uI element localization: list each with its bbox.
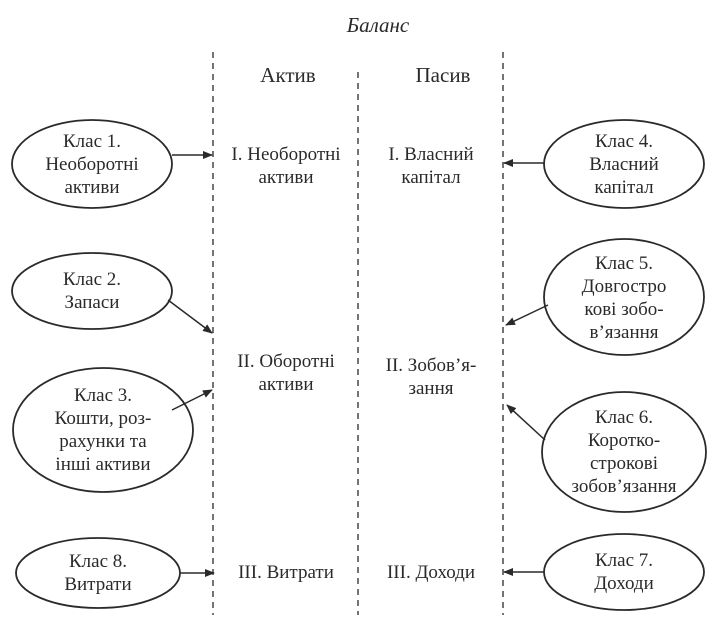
liabilities-section-income-line-1: ІІІ. Доходи <box>386 562 476 583</box>
class-5-label-line-4: в’язання <box>589 322 659 343</box>
class-3-label: Клас 3. Кошти, роз- рахунки та інші акти… <box>13 384 193 476</box>
class-4-label: Клас 4. Власний капітал <box>544 130 704 199</box>
liabilities-section-equity-line-2: капітал <box>401 167 461 188</box>
class-1-label-line-2: Необоротні <box>45 154 139 175</box>
class-8-label: Клас 8. Витрати <box>16 550 180 596</box>
class-6-ellipse <box>541 391 707 513</box>
assets-section-current-line-2: активи <box>258 374 314 395</box>
class-3-label-line-1: Клас 3. <box>73 385 133 406</box>
liabilities-section-equity-line-1: І. Власний <box>388 144 474 165</box>
class-7-label-line-2: Доходи <box>594 573 654 594</box>
liabilities-section-obligations: ІІ. Зобов’я- зання <box>359 354 503 400</box>
class-1-label-line-3: активи <box>64 177 120 198</box>
assets-header: Актив <box>260 63 316 87</box>
class-6-label: Клас 6. Коротко- строкові зобов’язання <box>542 406 706 498</box>
class-6-label-line-2: Коротко- <box>587 430 661 451</box>
assets-section-expenses: ІІІ. Витрати <box>214 561 358 584</box>
class-6-label-line-4: зобов’язання <box>571 476 677 497</box>
assets-section-noncurrent-line-1: І. Необоротні <box>231 144 341 165</box>
class-4-ellipse <box>543 119 705 209</box>
class-2-label-line-2: Запаси <box>64 292 120 313</box>
assets-section-noncurrent-line-2: активи <box>258 167 314 188</box>
liabilities-section-equity: І. Власний капітал <box>359 143 503 189</box>
class-6-label-line-3: строкові <box>590 453 658 474</box>
class-5-label-line-1: Клас 5. <box>594 253 654 274</box>
class-3-ellipse <box>12 367 194 493</box>
class-4-label-line-3: капітал <box>594 177 654 198</box>
assets-section-current: ІІ. Оборотні активи <box>214 350 358 396</box>
liabilities-header: Пасив <box>415 63 471 87</box>
assets-section-noncurrent: І. Необоротні активи <box>214 143 358 189</box>
class-5-ellipse <box>543 238 705 356</box>
class-2-label-line-1: Клас 2. <box>62 269 122 290</box>
assets-section-expenses-line-1: ІІІ. Витрати <box>238 562 334 583</box>
liabilities-section-income: ІІІ. Доходи <box>359 561 503 584</box>
class-3-label-line-3: рахунки та <box>59 431 147 452</box>
arrow-class-6-to-liabilities <box>506 404 546 441</box>
class-2-label: Клас 2. Запаси <box>12 268 172 314</box>
diagram-title: Баланс <box>346 13 410 37</box>
class-2-ellipse <box>11 252 173 330</box>
class-5-label-line-3: кові зобо- <box>584 299 664 320</box>
arrow-class-5-to-liabilities <box>505 304 549 326</box>
liabilities-section-obligations-line-2: зання <box>408 378 454 399</box>
class-1-label: Клас 1. Необоротні активи <box>12 130 172 199</box>
arrow-class-2-to-current-assets <box>167 299 213 334</box>
class-1-label-line-1: Клас 1. <box>62 131 122 152</box>
arrow-class-3-to-current-assets <box>171 389 213 411</box>
class-7-label: Клас 7. Доходи <box>544 549 704 595</box>
class-5-label: Клас 5. Довгостро кові зобо- в’язання <box>544 252 704 344</box>
class-8-label-line-1: Клас 8. <box>68 551 128 572</box>
class-5-label-line-2: Довгостро <box>581 276 667 297</box>
assets-section-current-line-1: ІІ. Оборотні <box>237 351 335 372</box>
class-1-ellipse <box>11 119 173 209</box>
class-6-label-line-1: Клас 6. <box>594 407 654 428</box>
class-3-label-line-4: інші активи <box>55 454 151 475</box>
class-4-label-line-2: Власний <box>589 154 659 175</box>
class-8-label-line-2: Витрати <box>64 574 132 595</box>
liabilities-section-obligations-line-1: ІІ. Зобов’я- <box>385 355 477 376</box>
class-3-label-line-2: Кошти, роз- <box>54 408 152 429</box>
class-4-label-line-1: Клас 4. <box>594 131 654 152</box>
class-7-label-line-1: Клас 7. <box>594 550 654 571</box>
